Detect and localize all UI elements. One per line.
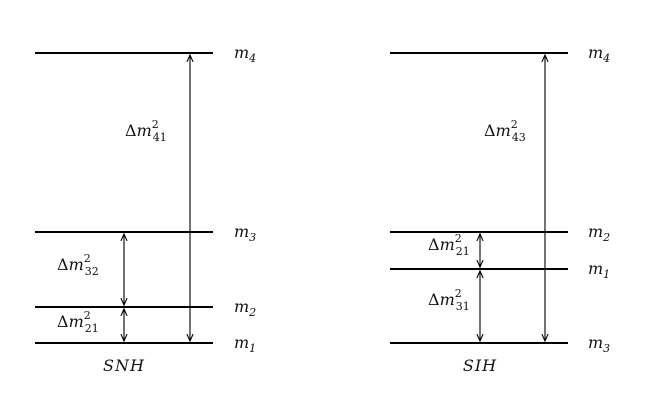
snh-level-m2-label: m2 [234, 297, 256, 319]
sih-level-m3-label: m3 [588, 333, 610, 355]
snh-level-m1-label: m1 [234, 333, 256, 355]
snh-level-m4-label: m4 [234, 43, 256, 65]
snh-caption: SNH [103, 356, 145, 375]
sih-level-m2-label: m2 [588, 222, 610, 244]
sih-level-m4-label: m4 [588, 43, 610, 65]
snh-level-m3-label: m3 [234, 222, 256, 244]
sih-caption: SIH [463, 356, 497, 375]
sih-level-m1-label: m1 [588, 259, 610, 281]
